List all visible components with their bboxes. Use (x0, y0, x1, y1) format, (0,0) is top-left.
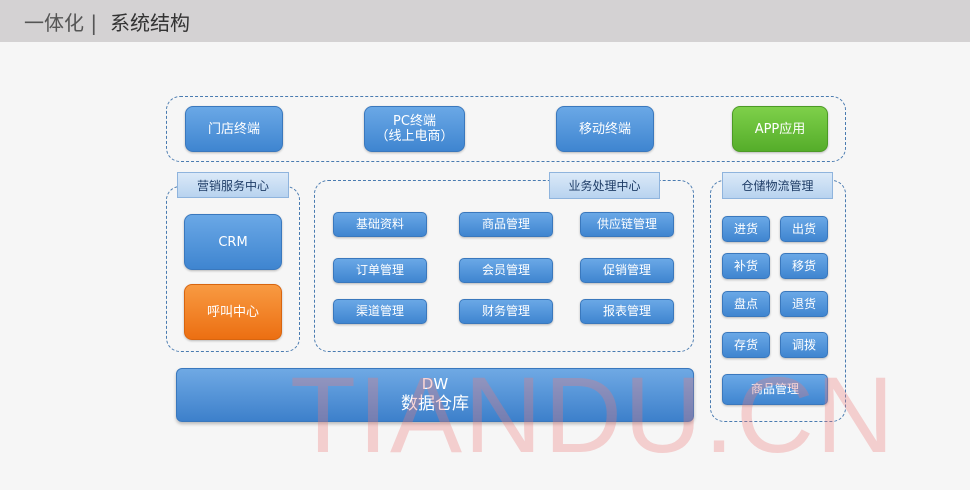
channels-group (166, 96, 846, 162)
warehouse-item-inbound: 进货 (722, 216, 770, 242)
warehouse-product-mgmt: 商品管理 (722, 374, 828, 405)
business-item-member-mgmt: 会员管理 (459, 258, 553, 283)
crm-box: CRM (184, 214, 282, 270)
business-group (314, 180, 694, 352)
warehouse-item-replenish: 补货 (722, 253, 770, 279)
warehouse-item-outbound: 出货 (780, 216, 828, 242)
marketing-title: 营销服务中心 (177, 172, 289, 198)
warehouse-item-allocate: 调拨 (780, 332, 828, 358)
business-item-order-mgmt: 订单管理 (333, 258, 427, 283)
business-item-supply-chain: 供应链管理 (580, 212, 674, 237)
business-item-finance-mgmt: 财务管理 (459, 299, 553, 324)
page-title: 系统结构 (110, 11, 190, 35)
warehouse-item-transfer-stock: 移货 (780, 253, 828, 279)
pc-terminal-line2: （线上电商） (375, 129, 454, 144)
business-item-basic-data: 基础资料 (333, 212, 427, 237)
business-title: 业务处理中心 (549, 172, 660, 199)
dw-line1: DW (421, 375, 449, 393)
business-item-report-mgmt: 报表管理 (580, 299, 674, 324)
warehouse-title: 仓储物流管理 (722, 172, 833, 199)
header-prefix: 一体化 | (24, 11, 98, 35)
warehouse-item-stocktake: 盘点 (722, 291, 770, 317)
call-center-box: 呼叫中心 (184, 284, 282, 340)
business-item-channel-mgmt: 渠道管理 (333, 299, 427, 324)
pc-terminal-line1: PC终端 (393, 114, 436, 129)
header-bar: 一体化 | 系统结构 (0, 0, 970, 42)
mobile-terminal-box: 移动终端 (556, 106, 654, 152)
warehouse-item-inventory: 存货 (722, 332, 770, 358)
business-item-promotion-mgmt: 促销管理 (580, 258, 674, 283)
app-box: APP应用 (732, 106, 828, 152)
dw-line2: 数据仓库 (401, 394, 469, 414)
data-warehouse-box: DW 数据仓库 (176, 368, 694, 422)
store-terminal-box: 门店终端 (185, 106, 283, 152)
business-item-product-mgmt: 商品管理 (459, 212, 553, 237)
warehouse-item-return: 退货 (780, 291, 828, 317)
pc-terminal-box: PC终端 （线上电商） (364, 106, 465, 152)
